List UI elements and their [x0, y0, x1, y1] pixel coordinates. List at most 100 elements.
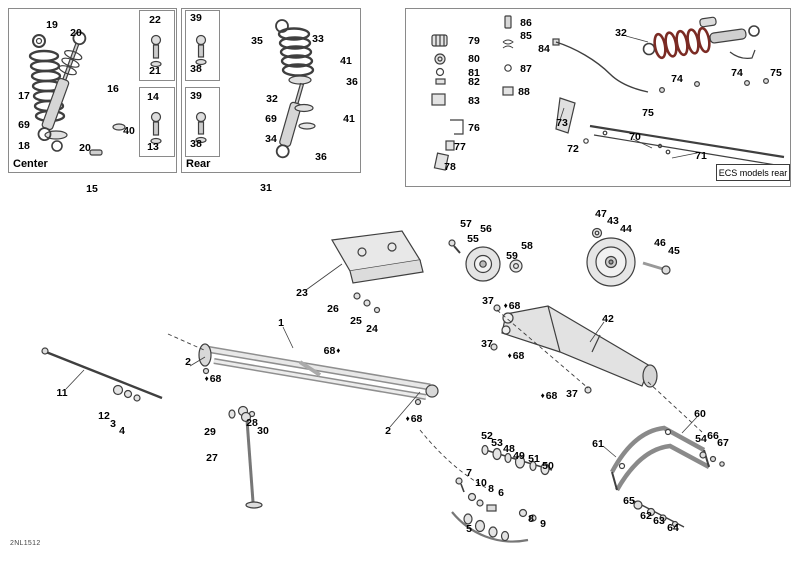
- rear-arm: [490, 304, 658, 394]
- tie-rod: [41, 347, 163, 402]
- callout-45: 45: [668, 244, 680, 257]
- callout-18: 18: [18, 139, 30, 152]
- rear-spring-shock: [275, 19, 316, 159]
- callout-75: 75: [770, 66, 782, 79]
- callout-40: 40: [123, 124, 135, 137]
- brace-hardware: [631, 499, 685, 528]
- callout-9: 9: [540, 517, 546, 530]
- group-box-center: Center: [8, 8, 177, 173]
- ecs-bracket: [555, 97, 576, 134]
- callout-57: 57: [460, 217, 472, 230]
- grease-marker-icon: ♦: [503, 301, 508, 310]
- callout-39: 39: [190, 11, 202, 24]
- grease-marker-icon: ♦: [540, 391, 545, 400]
- callout-34: 34: [265, 132, 277, 145]
- callout-56: 56: [480, 222, 492, 235]
- callout-87: 87: [520, 62, 532, 75]
- callout-16: 16: [107, 82, 119, 95]
- callout-35: 35: [251, 34, 263, 47]
- callout-60: 60: [694, 407, 706, 420]
- callout-64: 64: [667, 521, 679, 534]
- callout-77: 77: [454, 140, 466, 153]
- center-shock-absorber: [37, 31, 126, 156]
- callout-83: 83: [468, 94, 480, 107]
- callout-22: 22: [149, 13, 161, 26]
- callout-27: 27: [206, 451, 218, 464]
- callout-81: 81: [468, 66, 480, 79]
- callout-8: 8: [488, 482, 494, 495]
- callout-24: 24: [366, 322, 378, 335]
- callout-2: 2: [185, 355, 191, 368]
- callout-61: 61: [592, 437, 604, 450]
- callout-44: 44: [620, 222, 632, 235]
- center-idler-wheel: [448, 239, 523, 282]
- callout-74: 74: [671, 72, 683, 85]
- grease-marker-icon: ♦: [204, 374, 209, 383]
- callout-52: 52: [481, 429, 493, 442]
- group-box-ecs: [405, 8, 791, 187]
- group-label-ecs: ECS models rear: [716, 164, 790, 181]
- callout-62: 62: [640, 509, 652, 522]
- callout-11: 11: [56, 386, 68, 399]
- rear-idler-wheel: [586, 227, 671, 287]
- front-crossmember: [331, 230, 424, 314]
- group-label-rear: Rear: [186, 158, 211, 170]
- callout-39: 39: [190, 89, 202, 102]
- callout-38: 38: [190, 137, 202, 150]
- callout-1: 1: [278, 316, 284, 329]
- callout-13: 13: [147, 140, 159, 153]
- callout-47: 47: [595, 207, 607, 220]
- callout-42: 42: [602, 312, 614, 325]
- callout-21: 21: [149, 64, 161, 77]
- callout-23: 23: [296, 286, 308, 299]
- callout-63: 63: [653, 514, 665, 527]
- leader-lines: [65, 35, 698, 458]
- ecs-small-parts: [431, 15, 514, 171]
- axle-spacer-row: [481, 444, 553, 476]
- inner-box-center-2: [139, 87, 175, 157]
- callout-6: 6: [498, 486, 504, 499]
- callout-20: 20: [70, 26, 82, 39]
- callout-68: ♦68: [507, 349, 525, 362]
- callout-68: ♦68: [204, 372, 222, 385]
- callout-12: 12: [98, 409, 110, 422]
- callout-29: 29: [204, 425, 216, 438]
- part-code: 2NL1512: [10, 540, 41, 547]
- grease-marker-icon: ♦: [507, 351, 512, 360]
- callout-37: 37: [481, 337, 493, 350]
- callout-54: 54: [695, 432, 707, 445]
- callout-68: 68♦: [323, 344, 341, 357]
- group-label-center: Center: [13, 158, 48, 170]
- ecs-screws: [658, 77, 769, 93]
- callout-36: 36: [315, 150, 327, 163]
- callout-75: 75: [642, 106, 654, 119]
- callout-53: 53: [491, 436, 503, 449]
- callout-15: 15: [86, 182, 98, 195]
- callout-50: 50: [542, 459, 554, 472]
- callout-70: 70: [629, 130, 641, 143]
- callout-55: 55: [467, 232, 479, 245]
- callout-73: 73: [556, 116, 568, 129]
- callout-65: 65: [623, 494, 635, 507]
- callout-3: 3: [110, 417, 116, 430]
- callout-51: 51: [528, 452, 540, 465]
- callout-74: 74: [731, 66, 743, 79]
- callout-19: 19: [46, 18, 58, 31]
- callout-8: 8: [528, 512, 534, 525]
- callout-2: 2: [385, 424, 391, 437]
- callout-26: 26: [327, 302, 339, 315]
- callout-37: 37: [482, 294, 494, 307]
- inner-box-center-1: [139, 10, 175, 81]
- callout-4: 4: [119, 424, 125, 437]
- ecs-rear-shock: [642, 16, 760, 60]
- callout-41: 41: [343, 112, 355, 125]
- callout-59: 59: [506, 249, 518, 262]
- callout-20: 20: [79, 141, 91, 154]
- callout-88: 88: [518, 85, 530, 98]
- callout-84: 84: [538, 42, 550, 55]
- callout-80: 80: [468, 52, 480, 65]
- callout-38: 38: [190, 62, 202, 75]
- callout-76: 76: [468, 121, 480, 134]
- pivot-hardware: [228, 405, 256, 419]
